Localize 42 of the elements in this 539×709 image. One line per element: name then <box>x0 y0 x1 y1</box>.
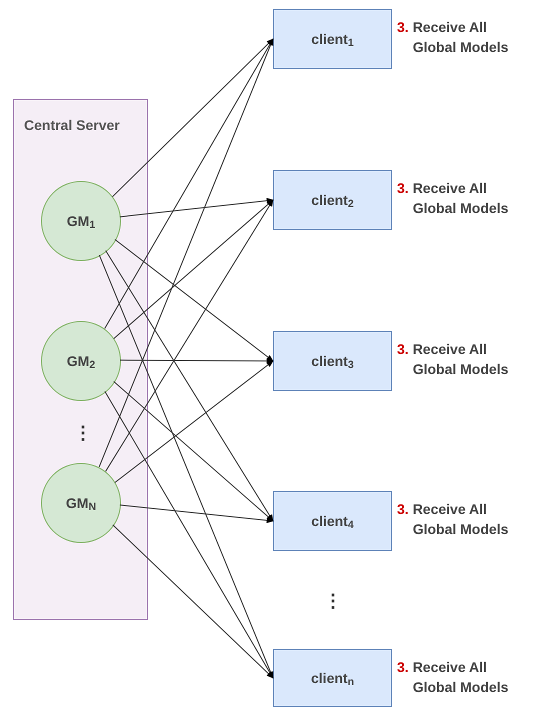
arrow <box>113 200 274 340</box>
arrow <box>112 524 274 678</box>
step-description: Receive All Global Models <box>412 340 510 379</box>
arrow <box>113 381 274 522</box>
node-label: client$_{n}$ <box>311 668 354 688</box>
step-number: 3. <box>397 500 409 519</box>
ellipsis-label: ⋮ <box>74 422 92 445</box>
arrow <box>120 358 274 364</box>
node-label: client$_{2}$ <box>311 190 354 210</box>
arrow <box>112 38 274 198</box>
ellipsis-label: ⋮ <box>324 590 342 613</box>
client-box <box>273 649 392 707</box>
arrow <box>119 198 274 218</box>
client-box <box>273 331 392 391</box>
node-label: GM$_{1}$ <box>66 212 96 232</box>
arrow <box>114 360 274 483</box>
node-label: client$_{1}$ <box>311 30 354 50</box>
arrow <box>114 239 274 362</box>
arrow <box>119 504 274 524</box>
arrow <box>104 38 274 330</box>
step-description: Receive All Global Models <box>412 500 510 539</box>
node-label: client$_{4}$ <box>311 512 354 532</box>
step-description: Receive All Global Models <box>412 179 510 218</box>
arrow <box>105 250 274 522</box>
client-box <box>273 491 392 551</box>
arrow <box>98 254 274 679</box>
step-number: 3. <box>397 658 409 677</box>
step-number: 3. <box>397 18 409 37</box>
arrow <box>105 199 274 472</box>
client-box <box>273 9 392 69</box>
node-label: GM$_{N}$ <box>66 494 96 514</box>
step-number: 3. <box>397 179 409 198</box>
step-number: 3. <box>397 340 409 359</box>
step-description: Receive All Global Models <box>412 658 510 697</box>
arrow <box>98 38 274 468</box>
node-label: GM$_{2}$ <box>66 352 96 372</box>
node-label: client$_{3}$ <box>311 352 354 372</box>
panel-title: Central Server <box>24 116 120 135</box>
client-box <box>273 170 392 230</box>
step-description: Receive All Global Models <box>412 18 510 57</box>
arrow <box>104 390 274 679</box>
server-panel <box>13 99 148 620</box>
